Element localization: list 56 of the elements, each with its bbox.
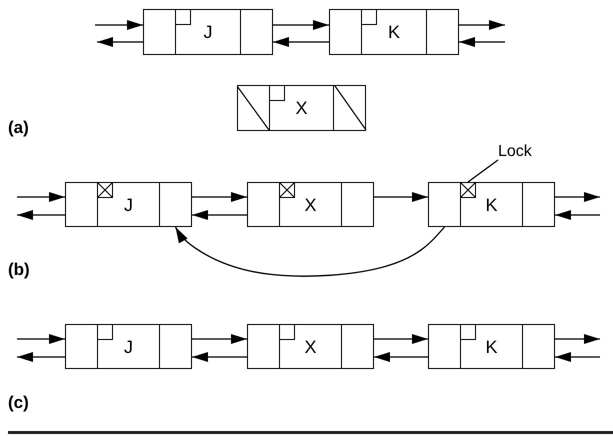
list-element-box	[65, 324, 192, 369]
list-element-box	[237, 85, 366, 131]
element-label: X	[303, 336, 318, 358]
arrow	[17, 192, 65, 202]
element-label: K	[484, 336, 498, 358]
panel-label: (c)	[8, 393, 29, 413]
element-label: J	[202, 21, 214, 43]
list-element-box	[329, 9, 459, 55]
arrow	[555, 192, 600, 202]
lock-square	[175, 9, 191, 25]
list-element-box	[428, 324, 555, 369]
arrow	[17, 334, 65, 344]
panel-label: (b)	[8, 260, 30, 280]
arrow	[374, 352, 428, 362]
lock-square	[269, 85, 285, 101]
arrow	[374, 192, 428, 202]
lock-square	[460, 324, 476, 340]
element-label: K	[484, 194, 498, 216]
arrow	[555, 334, 600, 344]
lock-square	[279, 324, 295, 340]
arrow	[273, 20, 329, 30]
element-label: K	[386, 21, 401, 43]
callout-label: Lock	[498, 143, 544, 162]
panel-label: (a)	[8, 118, 29, 138]
arrow	[192, 334, 247, 344]
arrow	[273, 37, 329, 47]
lock-square	[460, 182, 476, 198]
arrow	[97, 37, 143, 47]
element-label: J	[123, 336, 134, 358]
lock-square	[97, 182, 113, 198]
lock-square	[279, 182, 295, 198]
list-element-box	[247, 182, 374, 227]
arrow	[192, 210, 247, 220]
pointer-cell	[237, 86, 270, 130]
arrow	[374, 334, 428, 344]
element-label: X	[294, 97, 308, 119]
leader-line	[468, 159, 498, 183]
arrow	[192, 352, 247, 362]
arrow	[555, 352, 600, 362]
element-label: J	[123, 194, 134, 216]
list-element-box	[247, 324, 374, 369]
arrow	[459, 37, 505, 47]
arrow	[459, 20, 505, 30]
list-element-box	[65, 182, 192, 227]
arrow	[192, 192, 247, 202]
list-element-box	[143, 9, 273, 55]
lock-square	[97, 324, 113, 340]
arrow	[555, 210, 600, 220]
arrow	[17, 352, 65, 362]
pointer-cell	[333, 86, 366, 130]
arrow	[95, 20, 143, 30]
list-element-box	[428, 182, 555, 227]
curved-arrow	[174, 226, 445, 277]
element-label: X	[303, 194, 318, 216]
lock-square	[361, 9, 377, 25]
arrow	[17, 210, 65, 220]
